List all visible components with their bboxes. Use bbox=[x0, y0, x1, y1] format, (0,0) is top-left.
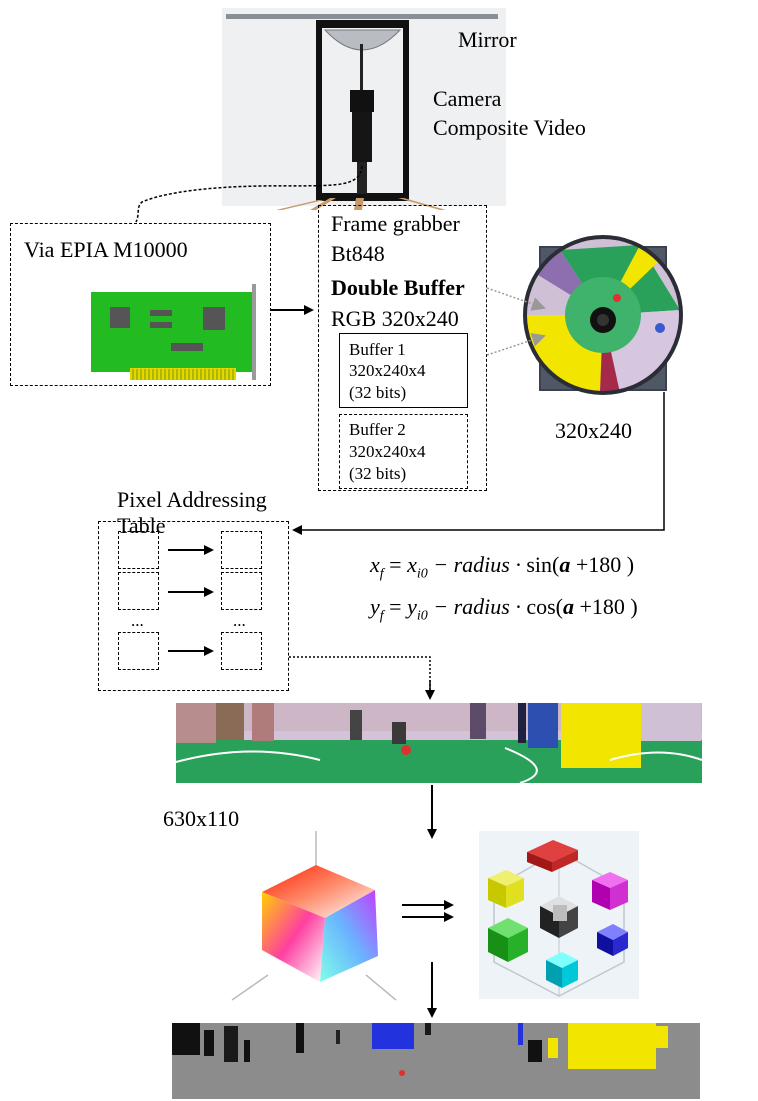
buffer-1-size: 320x240x4 bbox=[349, 361, 426, 380]
eq-y-rhs: y bbox=[407, 594, 417, 619]
eq-y-rhs-sub: i0 bbox=[416, 608, 428, 624]
eq-y-radius: − radius · bbox=[433, 594, 527, 619]
buffer-2-bits: (32 bits) bbox=[349, 464, 407, 483]
equation-xf: xf = xi0 − radius · sin(a +180 ) bbox=[370, 551, 634, 588]
target-pixel-cell bbox=[221, 632, 262, 670]
rgb-format-label: RGB 320x240 bbox=[331, 306, 459, 331]
pixel-addressing-table-box bbox=[98, 521, 289, 691]
double-buffer-label: Double Buffer bbox=[331, 275, 465, 300]
frame-grabber-chip: Bt848 bbox=[331, 241, 385, 266]
eq-x-sub: f bbox=[379, 566, 384, 582]
composite-video-label: Composite Video bbox=[433, 115, 586, 140]
target-pixel-cell bbox=[221, 572, 262, 610]
pixel-addressing-subtitle: Table bbox=[117, 513, 166, 538]
eq-x-rhs: x bbox=[407, 552, 417, 577]
camera-label: Camera bbox=[433, 86, 502, 111]
eq-x-var: x bbox=[370, 552, 380, 577]
mirror-label: Mirror bbox=[458, 27, 517, 52]
eq-x-equals: = bbox=[389, 552, 402, 577]
buffer-1-bits: (32 bits) bbox=[349, 383, 407, 402]
buffer-2-size: 320x240x4 bbox=[349, 442, 426, 461]
panorama-size-label: 630x110 bbox=[163, 806, 240, 831]
eq-y-tail: +180 ) bbox=[573, 594, 638, 619]
eq-y-var: y bbox=[370, 594, 380, 619]
omni-size-label: 320x240 bbox=[555, 418, 632, 443]
eq-x-radius: − radius · bbox=[433, 552, 527, 577]
eq-x-rhs-sub: i0 bbox=[416, 566, 428, 582]
via-epia-box bbox=[10, 223, 271, 386]
eq-y-cos: cos( bbox=[526, 594, 563, 619]
pixel-addressing-title: Pixel Addressing bbox=[117, 487, 267, 512]
via-epia-label: Via EPIA M10000 bbox=[24, 237, 188, 262]
buffer-2-name: Buffer 2 bbox=[349, 420, 406, 439]
eq-y-equals: = bbox=[389, 594, 402, 619]
ellipsis-right: ... bbox=[233, 611, 246, 630]
buffer-1-name: Buffer 1 bbox=[349, 340, 406, 359]
eq-y-sub: f bbox=[379, 608, 384, 624]
eq-x-tail: +180 ) bbox=[570, 552, 635, 577]
target-pixel-cell bbox=[221, 531, 262, 569]
ellipsis-left: ... bbox=[131, 611, 144, 630]
source-pixel-cell bbox=[118, 632, 159, 670]
source-pixel-cell bbox=[118, 531, 159, 569]
equation-yf: yf = yi0 − radius · cos(a +180 ) bbox=[370, 593, 638, 630]
source-pixel-cell bbox=[118, 572, 159, 610]
frame-grabber-title: Frame grabber bbox=[331, 211, 460, 236]
eq-x-sin: sin( bbox=[526, 552, 560, 577]
eq-x-alpha: a bbox=[559, 552, 571, 577]
eq-y-alpha: a bbox=[562, 594, 574, 619]
